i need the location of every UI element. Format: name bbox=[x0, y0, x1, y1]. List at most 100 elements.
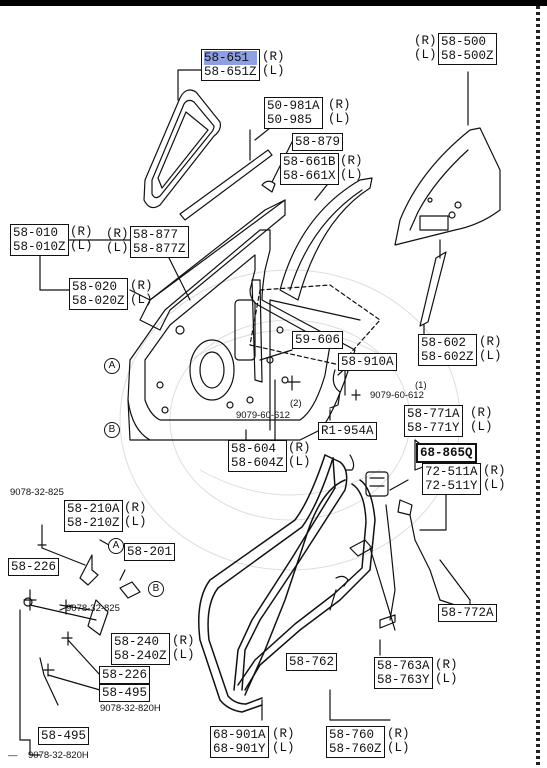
bolt-leader: — bbox=[8, 750, 18, 761]
callout-58-604[interactable]: 58-604 58-604Z bbox=[228, 440, 287, 472]
part-number-left: 72-511Y bbox=[425, 479, 478, 493]
callout-58-910A[interactable]: 58-910A bbox=[338, 353, 397, 371]
part-number: 58-877 bbox=[133, 228, 179, 242]
part-number-left: 58-210Z bbox=[67, 516, 120, 530]
hinge-parts-shape bbox=[19, 524, 141, 756]
suffix-l: (L) bbox=[106, 241, 129, 255]
suffix-r: (R) bbox=[106, 227, 129, 241]
callout-72-511[interactable]: 72-511A 72-511Y bbox=[422, 463, 481, 495]
callout-58-226-bottom[interactable]: 58-226 bbox=[99, 666, 151, 684]
part-number-left: 58-877Z bbox=[133, 242, 186, 256]
reference-marker-b[interactable]: B bbox=[104, 422, 120, 438]
suffix-r: (R) bbox=[130, 279, 153, 293]
part-number-left: 58-771Y bbox=[407, 421, 460, 435]
part-number-left: 58-604Z bbox=[231, 456, 284, 470]
part-number: 58-651 bbox=[204, 51, 257, 65]
callout-58-495-mid[interactable]: 58-495 bbox=[99, 684, 151, 702]
suffix-l: (L) bbox=[288, 455, 311, 469]
suffix-r: (R) bbox=[272, 727, 295, 741]
part-number: 58-240 bbox=[114, 635, 160, 649]
suffix-l: (L) bbox=[479, 349, 502, 363]
callout-58-763[interactable]: 58-763A 58-763Y bbox=[374, 657, 433, 689]
part-number: 58-210A bbox=[67, 502, 120, 516]
suffix-r: (R) bbox=[479, 335, 502, 349]
callout-58-500[interactable]: 58-500 58-500Z bbox=[438, 33, 497, 65]
callout-58-240[interactable]: 58-240 58-240Z bbox=[111, 633, 170, 665]
part-number: 58-010 bbox=[13, 226, 59, 240]
window-glass-shape bbox=[394, 127, 501, 246]
suffix-l: (L) bbox=[387, 741, 410, 755]
callout-58-651[interactable]: 58-651 58-651Z bbox=[201, 49, 260, 81]
bolt-label: 9078-32-825 bbox=[10, 487, 64, 498]
callout-58-210[interactable]: 58-210A 58-210Z bbox=[64, 500, 123, 532]
callout-R1-954A[interactable]: R1-954A bbox=[318, 422, 377, 440]
callout-58-772A[interactable]: 58-772A bbox=[438, 604, 497, 622]
suffix-l: (L) bbox=[340, 168, 363, 182]
suffix-r: (R) bbox=[414, 34, 437, 48]
part-number: 58-762 bbox=[289, 655, 335, 669]
suffix-r: (R) bbox=[172, 634, 195, 648]
suffix-l: (L) bbox=[272, 741, 295, 755]
part-number: 58-604 bbox=[231, 442, 277, 456]
part-number: 58-763A bbox=[377, 659, 430, 673]
reference-marker-a[interactable]: A bbox=[104, 358, 120, 374]
window-seal-shape bbox=[143, 89, 221, 209]
callout-58-201[interactable]: 58-201 bbox=[124, 543, 176, 561]
suffix-l: (L) bbox=[483, 478, 506, 492]
callout-58-226-top[interactable]: 58-226 bbox=[8, 558, 60, 576]
glass-channel-shape bbox=[419, 251, 447, 327]
part-number-left: 58-240Z bbox=[114, 649, 167, 663]
qty-label: (2) bbox=[290, 398, 302, 409]
page-edge bbox=[536, 6, 540, 768]
suffix-l: (L) bbox=[328, 112, 351, 126]
part-number: 50-981A bbox=[267, 99, 320, 113]
door-seal-shape bbox=[198, 454, 348, 713]
part-number: 68-865Q bbox=[420, 446, 473, 460]
bolt-label: 9078-32-820H bbox=[28, 750, 89, 761]
callout-58-495-bottom[interactable]: 58-495 bbox=[38, 727, 90, 745]
part-number: 58-910A bbox=[341, 355, 394, 369]
callout-58-762[interactable]: 58-762 bbox=[286, 653, 338, 671]
callout-58-020[interactable]: 58-020 58-020Z bbox=[69, 278, 128, 310]
bolt-label: 9079-60-612 bbox=[370, 390, 424, 401]
suffix-r: (R) bbox=[435, 658, 458, 672]
part-number: 58-879 bbox=[295, 135, 341, 149]
suffix-r: (R) bbox=[387, 727, 410, 741]
suffix-r: (R) bbox=[288, 441, 311, 455]
bolt-label: 9078-32-820H bbox=[100, 703, 161, 714]
suffix-r: (R) bbox=[70, 225, 93, 239]
suffix-l: (L) bbox=[172, 648, 195, 662]
suffix-l: (L) bbox=[262, 64, 285, 78]
part-number-left: 58-651Z bbox=[204, 65, 257, 79]
callout-58-771[interactable]: 58-771A 58-771Y bbox=[404, 405, 463, 437]
suffix-r: (R) bbox=[483, 464, 506, 478]
callout-58-879[interactable]: 58-879 bbox=[292, 133, 344, 151]
part-number-left: 50-985 bbox=[267, 113, 313, 127]
part-number: 58-201 bbox=[127, 545, 173, 559]
suffix-l: (L) bbox=[124, 515, 147, 529]
callout-58-010[interactable]: 58-010 58-010Z bbox=[10, 224, 69, 256]
part-number: 58-495 bbox=[41, 729, 87, 743]
callout-68-901[interactable]: 68-901A 68-901Y bbox=[210, 726, 269, 758]
part-number: 58-226 bbox=[102, 668, 148, 682]
part-number: 58-661B bbox=[283, 155, 336, 169]
part-number: 68-901A bbox=[213, 728, 266, 742]
callout-58-877[interactable]: 58-877 58-877Z bbox=[130, 226, 189, 258]
callout-58-661[interactable]: 58-661B 58-661X bbox=[280, 153, 339, 185]
door-panel-shape bbox=[127, 199, 361, 441]
suffix-l: (L) bbox=[70, 239, 93, 253]
reference-marker-a[interactable]: A bbox=[108, 538, 124, 554]
suffix-l: (L) bbox=[130, 293, 153, 307]
callout-68-865Q[interactable]: 68-865Q bbox=[416, 443, 477, 463]
top-border bbox=[0, 0, 547, 6]
callout-58-760[interactable]: 58-760 58-760Z bbox=[326, 726, 385, 758]
bolt-label: 9079-60-612 bbox=[236, 410, 290, 421]
callout-50-981A[interactable]: 50-981A 50-985 bbox=[264, 97, 323, 129]
belt-molding-shape bbox=[179, 149, 273, 221]
part-number-left: 58-661X bbox=[283, 169, 336, 183]
suffix-r: (R) bbox=[470, 406, 493, 420]
callout-58-602[interactable]: 58-602 58-602Z bbox=[418, 334, 477, 366]
callout-59-606[interactable]: 59-606 bbox=[292, 331, 344, 349]
reference-marker-b[interactable]: B bbox=[148, 581, 164, 597]
